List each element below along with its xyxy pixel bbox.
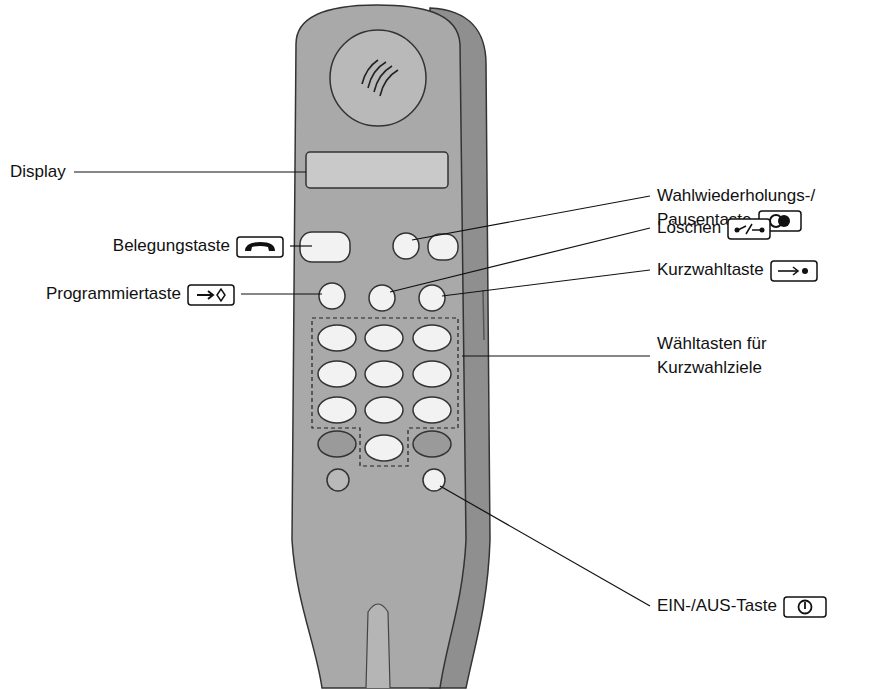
power-icon bbox=[783, 596, 827, 618]
part-label: Display bbox=[10, 160, 66, 184]
delete-button bbox=[369, 285, 395, 311]
redial-button bbox=[393, 233, 419, 259]
label-text: Programmiertaste bbox=[46, 284, 181, 303]
label-text: Wähltasten für Kurzwahlziele bbox=[657, 334, 767, 377]
part-label: Belegungstaste bbox=[113, 234, 284, 258]
part-label: Programmiertaste bbox=[46, 282, 235, 306]
label-text: Löschen bbox=[657, 218, 721, 237]
label-text: Display bbox=[10, 162, 66, 181]
side-button bbox=[483, 290, 484, 340]
small-key bbox=[327, 469, 349, 491]
delete-icon bbox=[727, 218, 771, 240]
speed-dial-icon bbox=[770, 260, 818, 282]
sound-waves bbox=[362, 60, 398, 96]
keypad bbox=[318, 325, 451, 461]
handset-notch bbox=[366, 604, 390, 688]
label-text: Belegungstaste bbox=[113, 236, 230, 255]
display-window bbox=[306, 152, 448, 188]
speed-dial-button bbox=[419, 285, 445, 311]
speaker bbox=[330, 30, 426, 126]
handset-icon bbox=[236, 236, 284, 258]
label-text: Kurzwahltaste bbox=[657, 260, 764, 279]
part-label: Kurzwahltaste bbox=[657, 258, 818, 282]
program-button bbox=[319, 283, 345, 309]
menu-button bbox=[428, 234, 458, 260]
keypad-region bbox=[312, 318, 458, 466]
program-icon bbox=[187, 284, 235, 306]
part-label: EIN-/AUS-Taste bbox=[657, 594, 827, 618]
hook-button bbox=[300, 232, 350, 262]
power-button bbox=[423, 469, 445, 491]
part-label: Wähltasten für Kurzwahlziele bbox=[657, 332, 817, 380]
handset-front bbox=[292, 5, 466, 688]
leader-lines bbox=[74, 172, 650, 606]
gray-keys bbox=[318, 431, 451, 457]
label-text: EIN-/AUS-Taste bbox=[657, 596, 777, 615]
part-label: Löschen bbox=[657, 216, 771, 240]
